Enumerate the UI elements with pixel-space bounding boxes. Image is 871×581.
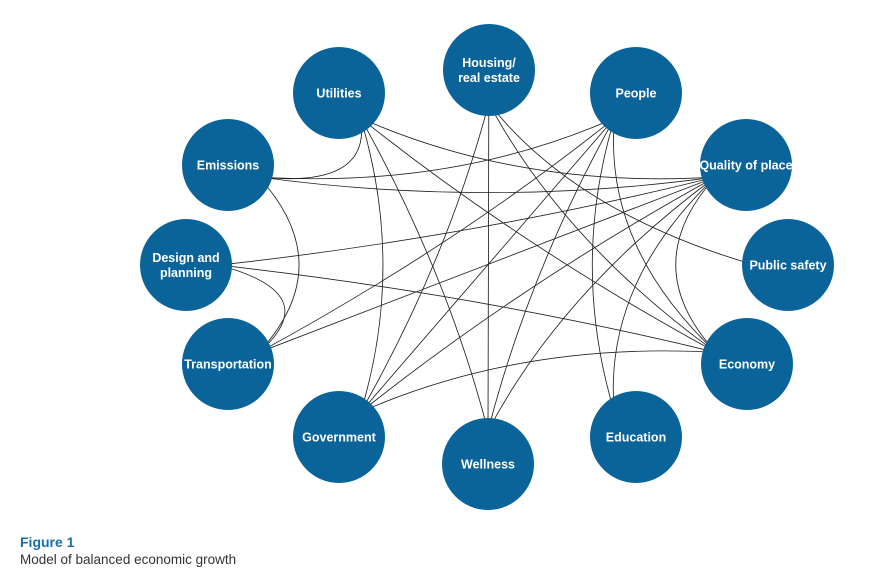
node-label-economy: Economy <box>719 358 775 372</box>
node-circle-utilities <box>293 47 385 139</box>
node-label-education: Education <box>606 431 666 445</box>
node-housing: Housing/real estate <box>443 24 535 116</box>
node-label-housing: real estate <box>458 71 520 85</box>
node-circle-transportation <box>182 318 274 410</box>
edge-utilities-economy <box>360 117 717 353</box>
edge-government-economy <box>360 350 717 413</box>
node-utilities: Utilities <box>293 47 385 139</box>
node-people: People <box>590 47 682 139</box>
node-circle-housing <box>443 24 535 116</box>
node-label-government: Government <box>302 431 376 445</box>
edge-government-people <box>360 117 615 413</box>
edge-wellness-quality <box>487 176 716 432</box>
edge-transportation-quality <box>258 176 716 353</box>
node-label-transportation: Transportation <box>184 358 272 372</box>
node-label-utilities: Utilities <box>316 87 361 101</box>
node-label-design: Design and <box>152 251 219 265</box>
figure-title: Model of balanced economic growth <box>20 552 237 567</box>
edge-housing-safety <box>488 102 756 266</box>
connection-lines <box>218 102 756 432</box>
node-circle-wellness <box>442 418 534 510</box>
node-label-design: planning <box>160 266 212 280</box>
node-quality: Quality of place <box>699 119 793 211</box>
node-circle-design <box>140 219 232 311</box>
edge-wellness-people <box>487 117 615 432</box>
node-emissions: Emissions <box>182 119 274 211</box>
node-circle-safety <box>742 219 834 311</box>
edge-housing-economy <box>488 102 717 353</box>
node-circle-education <box>590 391 682 483</box>
node-wellness: Wellness <box>442 418 534 510</box>
node-circle-people <box>590 47 682 139</box>
edge-people-economy <box>613 118 717 353</box>
node-label-safety: Public safety <box>749 259 826 273</box>
node-label-emissions: Emissions <box>197 159 260 173</box>
edge-emissions-transportation <box>258 176 300 353</box>
node-government: Government <box>293 391 385 483</box>
edge-utilities-government <box>360 117 384 413</box>
edge-quality-education <box>612 176 716 413</box>
node-education: Education <box>590 391 682 483</box>
edge-government-housing <box>360 102 490 413</box>
node-circle-government <box>293 391 385 483</box>
edge-design-economy <box>219 264 717 353</box>
node-economy: Economy <box>701 318 793 410</box>
node-circle-emissions <box>182 119 274 211</box>
edge-emissions-quality <box>258 176 716 194</box>
figure-label: Figure 1 <box>20 534 75 550</box>
edge-wellness-utilities <box>360 117 489 432</box>
node-label-wellness: Wellness <box>461 458 515 472</box>
edge-emissions-people <box>258 117 615 180</box>
node-circle-economy <box>701 318 793 410</box>
edge-people-transportation <box>258 117 615 353</box>
edge-housing-wellness <box>487 103 490 431</box>
node-transportation: Transportation <box>182 318 274 410</box>
node-circle-quality <box>700 119 792 211</box>
edge-people-education <box>591 118 615 413</box>
edge-government-quality <box>360 176 716 413</box>
node-label-people: People <box>616 87 657 101</box>
node-safety: Public safety <box>742 219 834 311</box>
edge-design-quality <box>219 176 716 266</box>
edge-quality-economy <box>675 176 717 353</box>
figure-caption: Figure 1 Model of balanced economic grow… <box>20 534 236 568</box>
node-label-quality: Quality of place <box>699 159 792 173</box>
node-label-housing: Housing/ <box>462 56 516 70</box>
edge-design-transportation <box>218 264 286 353</box>
